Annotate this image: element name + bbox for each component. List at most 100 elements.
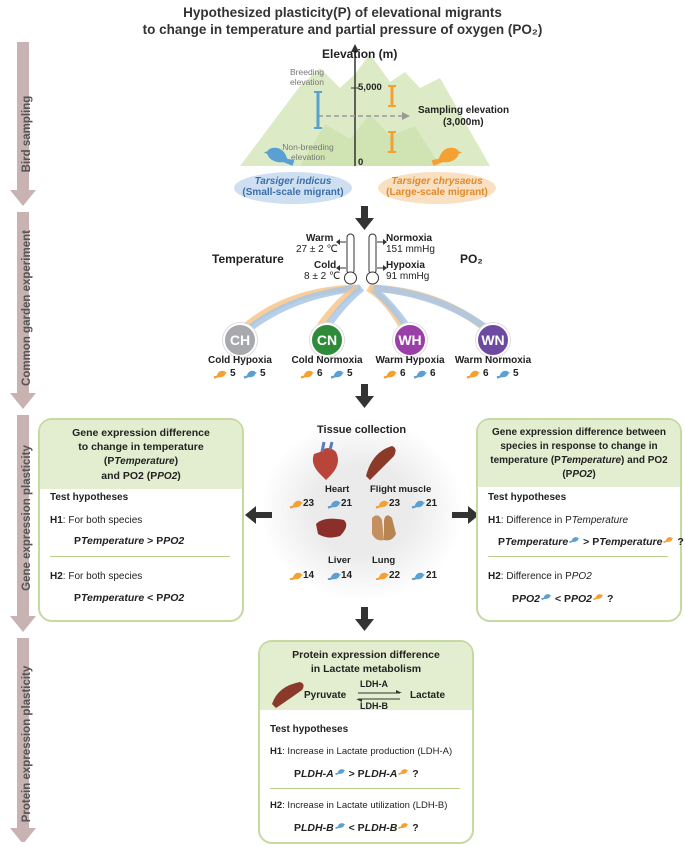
- temperature-label: Temperature: [212, 252, 284, 266]
- protein-h1-tag: H1: [270, 746, 283, 757]
- count-ch-blue: 5: [260, 368, 266, 379]
- right-h1: H1: Difference in PTemperature: [488, 515, 628, 526]
- right-head-3c: ) and PO2 (P: [562, 455, 668, 480]
- left-separator: [50, 556, 230, 557]
- lung-orange-count: 22: [389, 570, 401, 581]
- stage-label-common-garden: Common garden experiment: [21, 230, 33, 386]
- tissue-icons: [289, 441, 426, 580]
- right-h1-subB: Temperature: [599, 536, 663, 548]
- left-h2-sub2: PO2: [163, 592, 185, 604]
- down-arrow-2: [355, 384, 374, 408]
- hypoxia-label: Hypoxia: [386, 260, 425, 271]
- lung-blue-count: 21: [426, 570, 438, 581]
- protein-expression-box: Protein expression difference in Lactate…: [258, 640, 474, 844]
- right-h2-op: < P: [552, 593, 572, 605]
- left-h2-text: : For both species: [62, 571, 143, 582]
- right-h1-sub: Temperature: [571, 515, 629, 526]
- protein-head-line1: Protein expression difference: [292, 649, 440, 661]
- group-label-wh: Warm Hypoxia: [375, 355, 445, 366]
- stage-label-protein-expression: Protein expression plasticity: [21, 665, 33, 823]
- protein-h1-p: P: [294, 768, 302, 780]
- tick-5000: 5,000: [358, 82, 382, 93]
- left-h1-sub2: PO2: [163, 535, 185, 547]
- pyruvate-label: Pyruvate: [304, 690, 347, 701]
- right-head-line3: temperature (PTemperature) and PO2 (PPO2…: [482, 454, 676, 482]
- right-h1-text: : Difference in P: [500, 515, 572, 526]
- tissue-lung-label: Lung: [372, 555, 396, 566]
- group-circle-wn: WN: [476, 323, 510, 357]
- cold-label: Cold: [314, 260, 337, 271]
- down-arrow-1: [355, 206, 374, 230]
- tissue-muscle-label: Flight muscle: [370, 484, 432, 495]
- group-circle-ch: CH: [223, 323, 257, 357]
- bird-blue-icon: [569, 537, 580, 544]
- tissue-liver-label: Liver: [328, 555, 351, 566]
- normoxia-label: Normoxia: [386, 233, 433, 244]
- warm-value: 27 ± 2 ℃: [296, 244, 338, 255]
- bird-orange-icon: [593, 594, 604, 601]
- right-h1-subA: Temperature: [505, 536, 569, 548]
- protein-h2-subA: LDH-B: [301, 822, 334, 834]
- count-wh-orange: 6: [400, 368, 406, 379]
- right-test-hypotheses: Test hypotheses: [488, 492, 567, 503]
- elevation-axis-label: Elevation (m): [322, 47, 398, 61]
- muscle-blue-count: 21: [426, 498, 438, 509]
- bird-orange-icon: [663, 537, 674, 544]
- right-h2-expr: PPO2 < PPO2 ?: [512, 592, 613, 605]
- bird-orange-icon: [398, 769, 409, 776]
- muscle-icon: [272, 682, 304, 708]
- protein-h1-text: : Increase in Lactate production (LDH-A): [282, 746, 453, 757]
- species-large-name: Tarsiger chrysaeus: [391, 176, 483, 187]
- protein-h2-q: ?: [409, 822, 419, 834]
- breeding-elevation-label: Breeding elevation: [289, 67, 325, 87]
- protein-h1-op: > P: [345, 768, 365, 780]
- left-arrow: [245, 506, 272, 524]
- left-head-3c: ): [177, 470, 181, 482]
- right-h1-p: P: [498, 536, 506, 548]
- left-h2: H2: For both species: [50, 571, 142, 582]
- left-head-3a: and PO2 (P: [101, 470, 158, 482]
- right-head-3a: temperature (P: [490, 455, 561, 466]
- species-small-name: Tarsiger indicus: [254, 176, 332, 187]
- left-h1-op: > P: [144, 535, 164, 547]
- group-label-wn: Warm Normoxia: [454, 355, 532, 366]
- sampling-elevation-label: Sampling elevation: [418, 105, 510, 116]
- gene-expression-box-left: Gene expression difference to change in …: [38, 418, 244, 622]
- warm-label: Warm: [306, 233, 334, 244]
- left-head-3b: PO2: [157, 471, 178, 482]
- species-small-type: (Small-scale migrant): [242, 187, 344, 198]
- protein-h2-p: P: [294, 822, 302, 834]
- group-label-cn: Cold Normoxia: [291, 355, 363, 366]
- species-small-scale-migrant: Tarsiger indicus (Small-scale migrant): [234, 172, 352, 204]
- right-h2-subB: PO2: [571, 593, 593, 605]
- protein-h2-text: : Increase in Lactate utilization (LDH-B…: [282, 800, 448, 811]
- protein-box-header: Protein expression difference in Lactate…: [260, 642, 472, 710]
- left-box-header: Gene expression difference to change in …: [40, 420, 242, 489]
- right-head-3d: PO2: [572, 469, 593, 480]
- right-arrow: [452, 506, 479, 524]
- heart-orange-count: 23: [303, 498, 315, 509]
- bird-blue-icon: [334, 823, 346, 830]
- protein-h2-tag: H2: [270, 800, 283, 811]
- stage-label-bird-sampling: Bird sampling: [21, 95, 33, 173]
- cold-value: 8 ± 2 ℃: [304, 271, 341, 282]
- left-h2-expr: PTemperature < PPO2: [74, 592, 184, 604]
- protein-h1-q: ?: [409, 768, 419, 780]
- left-h2-op: < P: [144, 592, 164, 604]
- left-head-line3: and PO2 (PPO2): [44, 469, 238, 484]
- gene-expression-box-right: Gene expression difference between speci…: [476, 418, 684, 622]
- sampling-elevation-value: (3,000m): [443, 117, 484, 128]
- right-h2: H2: Difference in PPO2: [488, 571, 592, 582]
- thermometer-and-ribbons: [243, 233, 489, 331]
- right-h2-subA: PO2: [519, 593, 541, 605]
- protein-separator: [270, 788, 460, 789]
- right-h2-text: : Difference in P: [500, 571, 572, 582]
- protein-h2-expr: PLDH-B < PLDH-B ?: [294, 821, 419, 834]
- left-h1-sub1: Temperature: [81, 535, 145, 547]
- left-h1-p: P: [74, 535, 82, 547]
- species-large-scale-migrant: Tarsiger chrysaeus (Large-scale migrant): [378, 172, 496, 204]
- po2-label: PO₂: [460, 252, 483, 266]
- figure-title-line1: Hypothesized plasticity(P) of elevationa…: [183, 5, 502, 20]
- count-wn-blue: 5: [513, 368, 519, 379]
- group-circle-cn: CN: [310, 323, 344, 357]
